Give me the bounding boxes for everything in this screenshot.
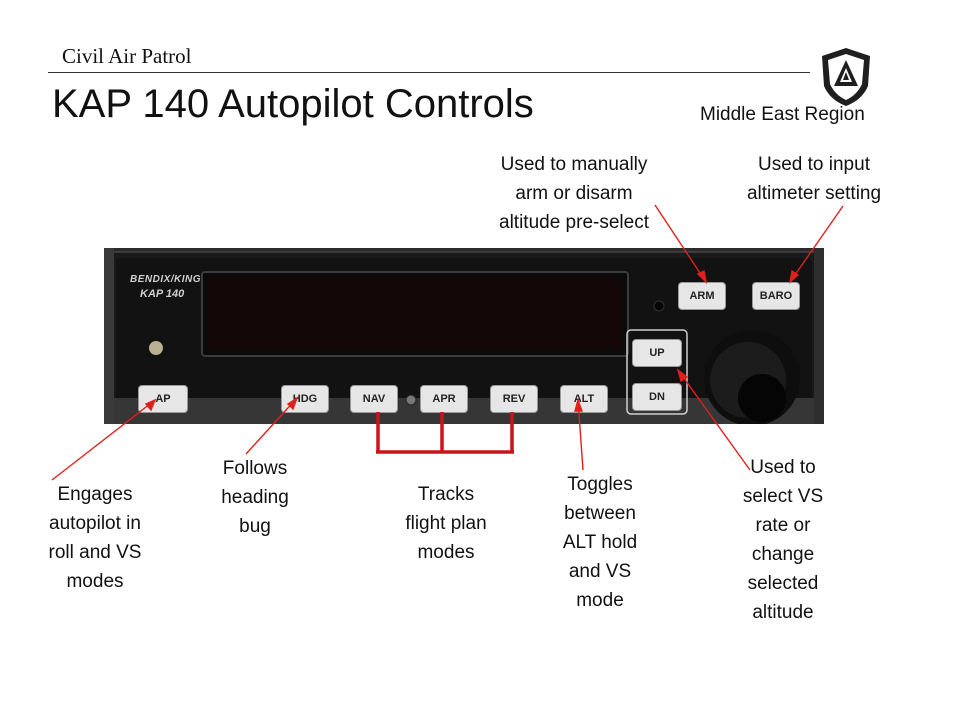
apr-button[interactable]: APR <box>420 385 468 413</box>
hdg-button[interactable]: HDG <box>281 385 329 413</box>
up-button[interactable]: UP <box>632 339 682 367</box>
baro-button[interactable]: BARO <box>752 282 800 310</box>
ap-button[interactable]: AP <box>138 385 188 413</box>
org-name: Civil Air Patrol <box>62 44 192 68</box>
alt-button[interactable]: ALT <box>560 385 608 413</box>
page-title: KAP 140 Autopilot Controls <box>52 82 534 126</box>
nav-button[interactable]: NAV <box>350 385 398 413</box>
rev-button[interactable]: REV <box>490 385 538 413</box>
dn-button[interactable]: DN <box>632 383 682 411</box>
device-brand: BENDIX/KING <box>130 274 202 285</box>
civil-air-patrol-logo <box>822 48 870 106</box>
arm-button[interactable]: ARM <box>678 282 726 310</box>
device-model: KAP 140 <box>140 288 185 300</box>
region-label: Middle East Region <box>700 104 865 125</box>
header-rule <box>48 72 810 73</box>
